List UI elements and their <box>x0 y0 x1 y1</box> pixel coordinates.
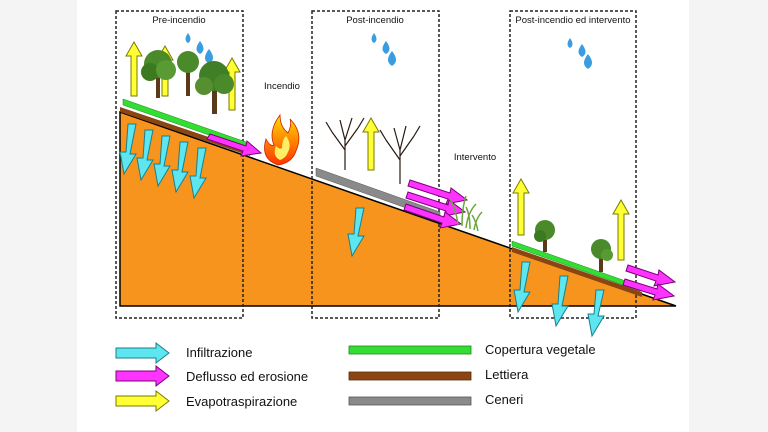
infiltration-arrow <box>513 261 531 314</box>
infiltration-arrows-post <box>347 207 365 258</box>
legend-label-ash: Ceneri <box>485 392 524 407</box>
intervention-label: Intervento <box>454 152 496 163</box>
tree-icon <box>141 50 234 114</box>
stage-box-pre <box>115 10 244 319</box>
litter-layer-intervention <box>512 247 642 297</box>
runoff-arrow-intervention <box>622 278 676 301</box>
legend-label-vegetation: Copertura vegetale <box>485 342 596 357</box>
legend-label-infiltration: Infiltrazione <box>186 345 253 360</box>
fire-icon <box>264 113 300 166</box>
infiltration-arrow <box>171 141 189 194</box>
stage-box-intervention <box>509 10 637 319</box>
evapo-arrow-post <box>362 116 380 171</box>
legend-runoff-swatch <box>115 364 170 388</box>
legend-litter-swatch <box>348 371 472 381</box>
fire-label: Incendio <box>264 81 300 92</box>
runoff-arrow-post <box>405 191 467 217</box>
rain-drops-icon <box>185 33 592 69</box>
infiltration-arrow <box>153 135 171 188</box>
infiltration-arrow <box>347 207 365 258</box>
infiltration-arrows-pre <box>119 123 207 200</box>
runoff-arrow-post <box>407 179 469 205</box>
stage-title-intervention: Post-incendio ed intervento <box>515 15 630 26</box>
infiltration-arrows-intervention <box>513 261 605 338</box>
burnt-tree-icon <box>325 117 421 184</box>
runoff-arrow-intervention <box>625 264 677 287</box>
legend-label-evapo: Evapotraspirazione <box>186 394 298 409</box>
infiltration-arrow <box>136 129 154 182</box>
tree-icon <box>534 220 613 272</box>
runoff-arrow-pre <box>206 133 263 157</box>
legend-infiltration-swatch <box>115 341 170 365</box>
infiltration-arrow <box>587 289 605 338</box>
infiltration-arrow <box>189 147 207 200</box>
runoff-arrows <box>206 133 677 301</box>
grass-icon <box>449 195 483 232</box>
legend-ash-swatch <box>348 396 472 406</box>
evapo-arrow-intervention <box>612 198 630 261</box>
infiltration-arrow <box>551 275 569 328</box>
litter-layer-pre <box>120 107 250 156</box>
legend-label-runoff: Deflusso ed erosione <box>186 369 309 384</box>
stage-title-post: Post-incendio <box>346 15 404 26</box>
stage-box-post <box>311 10 440 319</box>
legend-label-litter: Lettiera <box>485 367 529 382</box>
evapo-arrow-pre <box>125 40 143 97</box>
stage-title-pre: Pre-incendio <box>152 15 205 26</box>
legend-evapo-swatch <box>115 389 170 413</box>
vegetation-layer-intervention <box>511 240 641 292</box>
infiltration-arrow <box>119 123 137 176</box>
evapo-arrow-intervention <box>512 177 530 236</box>
legend-vegetation-swatch <box>348 345 472 355</box>
runoff-arrow-post <box>403 203 463 229</box>
